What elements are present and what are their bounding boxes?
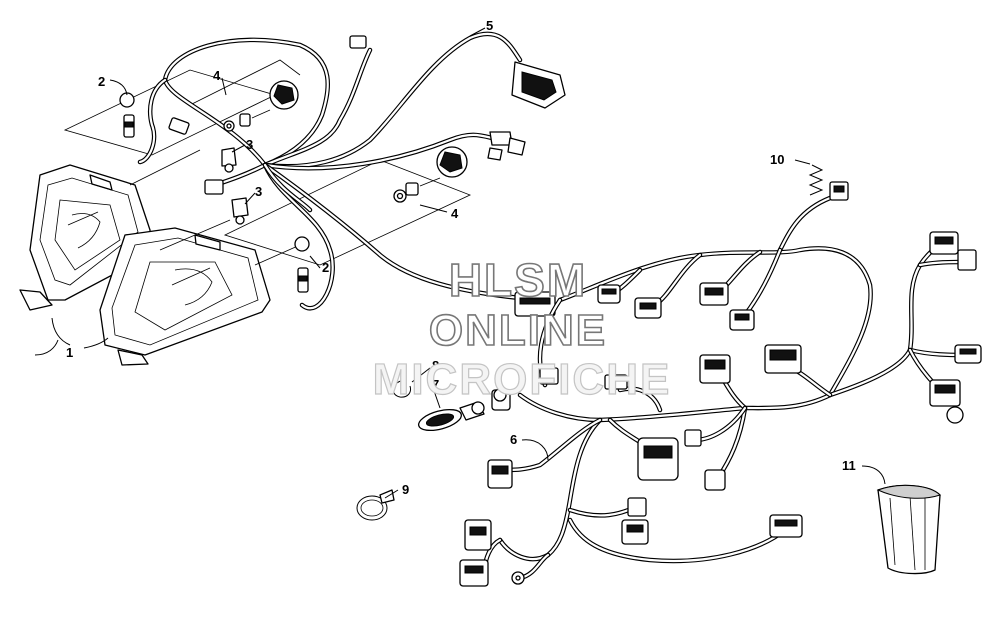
headlight-assembly [19,164,271,366]
callout-6: 6 [510,432,517,447]
callout-3-top: 3 [246,137,253,152]
callout-3-lower: 3 [255,184,262,199]
callout-4-top: 4 [213,68,221,83]
watermark-line-3: MICROFICHE [373,355,672,404]
secondary-wiring-harness [482,195,968,581]
watermark: HLSM ONLINE MICROFICHE [372,253,672,404]
callout-2-lower: 2 [322,260,329,275]
watermark-line-2: ONLINE [429,306,607,355]
callout-9: 9 [402,482,409,497]
part-9-clamp [356,489,395,521]
callout-2-top: 2 [98,74,105,89]
callout-5: 5 [486,18,493,33]
part-10-spring [808,164,824,196]
callout-11: 11 [842,458,856,473]
watermark-line-1: HLSM [449,254,587,306]
callout-labels: 1 2 2 3 3 4 4 5 6 7 8 9 10 11 [66,18,856,497]
part-11-sleeve [876,484,941,575]
callout-leaders [34,27,886,499]
callout-4-lower: 4 [451,206,459,221]
callout-10: 10 [770,152,784,167]
secondary-harness-connectors [459,181,982,587]
headlight-connectors [119,35,566,317]
main-wiring-harness [137,31,523,311]
part-7-cap [417,401,485,432]
callout-7: 7 [432,377,439,392]
part-8-clip [392,379,411,398]
callout-1: 1 [66,345,73,360]
callout-8: 8 [432,358,439,373]
